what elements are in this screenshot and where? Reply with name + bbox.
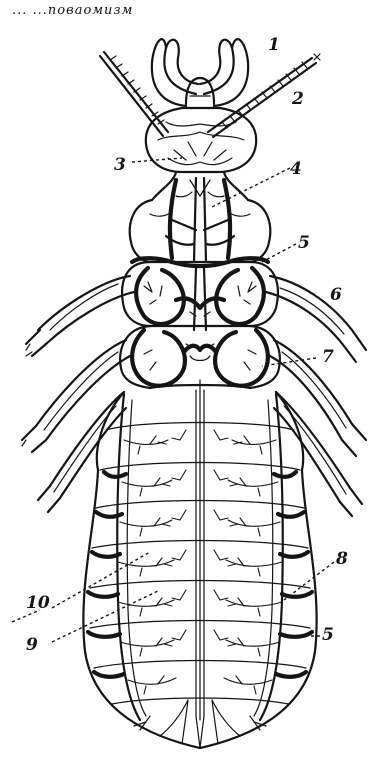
right-fore-leg: [266, 276, 366, 362]
label-1: 1: [268, 35, 280, 55]
right-hind-leg: [274, 392, 362, 516]
label-3: 3: [114, 155, 126, 175]
label-8: 8: [335, 549, 348, 569]
label-6: 6: [330, 285, 342, 305]
metathorax: [120, 326, 280, 388]
label-7: 7: [322, 347, 334, 367]
head-tracheae: [150, 180, 250, 258]
leader-lines: [12, 158, 334, 642]
left-mid-leg: [22, 340, 130, 452]
label-5-upper: 5: [298, 233, 310, 253]
left-antenna: [100, 52, 168, 136]
label-5-lower: 5: [322, 625, 334, 645]
label-4: 4: [290, 159, 302, 179]
dorsal-vessel: [190, 178, 210, 720]
label-9: 9: [26, 635, 38, 655]
prothorax: [130, 200, 270, 262]
left-hind-leg: [38, 392, 126, 512]
label-10: 10: [26, 593, 50, 613]
header-fragment: ... ...поваомизм: [12, 3, 133, 18]
label-2: 2: [291, 89, 304, 109]
